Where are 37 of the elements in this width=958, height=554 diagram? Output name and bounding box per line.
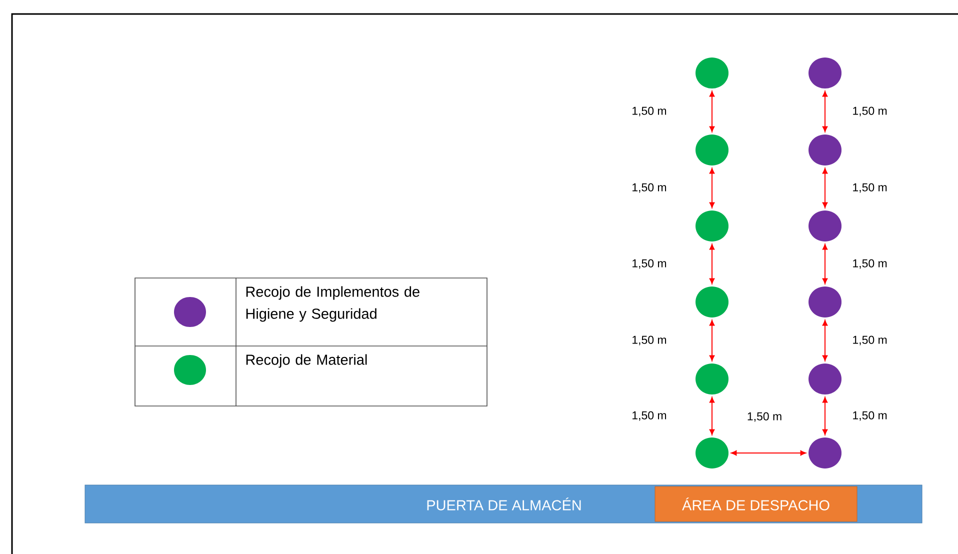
edge-label: 1,50 m [630, 410, 668, 422]
circle-marker [696, 210, 728, 242]
edge-label: 1,50 m [851, 258, 888, 270]
edge-label: 1,50 m [630, 258, 668, 270]
double-arrow [822, 397, 828, 435]
double-arrow [709, 168, 715, 208]
double-arrow [822, 320, 828, 361]
double-arrow [709, 397, 715, 435]
circle-marker [808, 210, 842, 242]
double-arrow [822, 168, 828, 208]
circle-marker [808, 58, 842, 88]
dispatch-area-box: ÁREA DE DESPACHO [654, 486, 858, 522]
circle-marker [808, 286, 842, 318]
circle-marker [696, 286, 728, 318]
edge-label: 1,50 m [630, 182, 668, 194]
circle-marker [808, 438, 842, 468]
legend-text: Recojo de Material [246, 354, 367, 368]
edge-label: 1,50 m [851, 334, 888, 346]
double-arrow [822, 91, 828, 132]
edge-label: 1,50 m [851, 410, 888, 422]
circle-marker [808, 134, 842, 166]
circle-marker [808, 364, 842, 394]
circle-marker [696, 58, 728, 88]
edge-label: 1,50 m [630, 106, 668, 118]
double-arrow [731, 450, 806, 456]
edge-label: 1,50 m [851, 106, 888, 118]
circle-marker [696, 364, 728, 394]
edge-label: 1,50 m [851, 182, 888, 194]
circle-marker [696, 134, 728, 166]
double-arrow [709, 91, 715, 132]
legend-text: Recojo de Implementos de Higiene y Seguridad [246, 286, 420, 322]
double-arrow [709, 244, 715, 284]
edge-label: 1,50 m [630, 334, 668, 346]
double-arrow [709, 320, 715, 361]
edge-label: 1,50 m [746, 411, 784, 423]
double-arrow [822, 244, 828, 284]
circle-marker [696, 438, 728, 468]
